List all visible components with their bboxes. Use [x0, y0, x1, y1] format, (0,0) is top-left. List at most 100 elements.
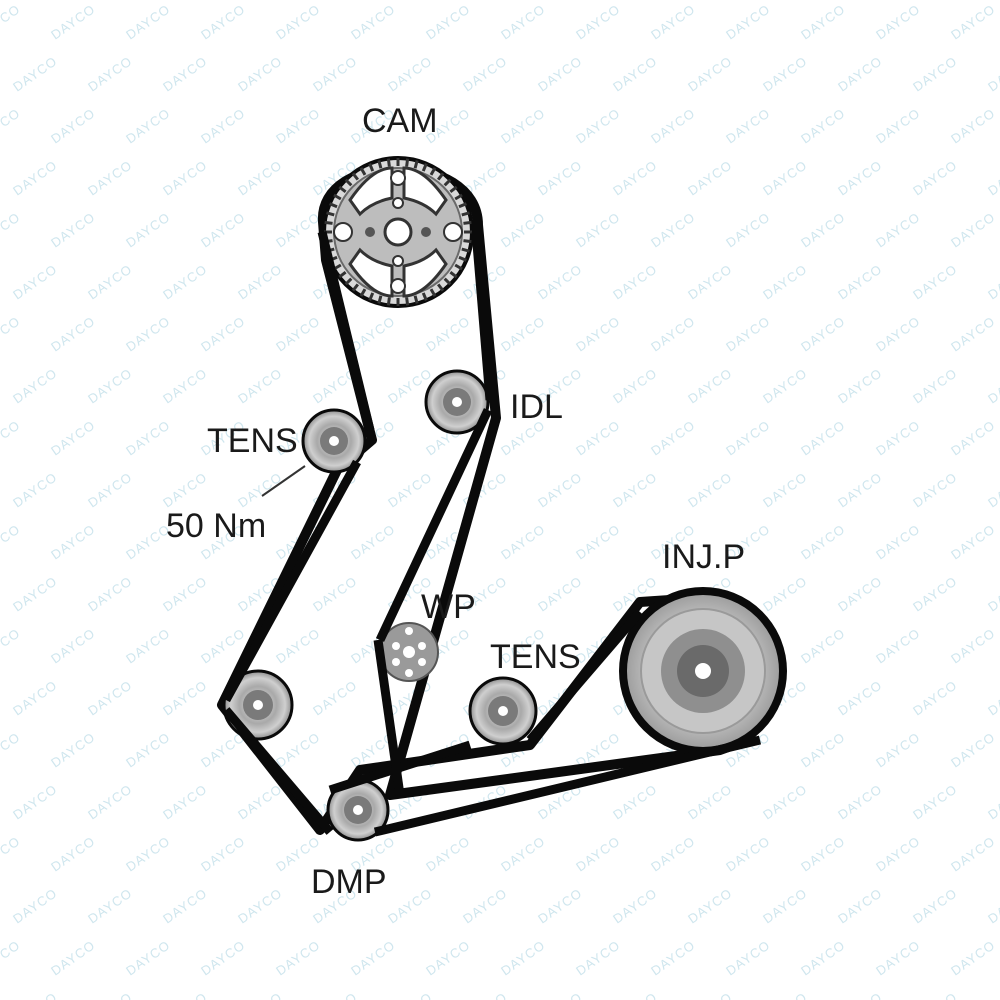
watermark-text: DAYCO: [0, 937, 23, 978]
watermark-text: DAYCO: [160, 677, 210, 718]
watermark-text: DAYCO: [48, 417, 98, 458]
cam-tooth: [454, 263, 463, 271]
watermark-text: DAYCO: [123, 1, 173, 42]
watermark-text: DAYCO: [573, 209, 623, 250]
watermark-text: DAYCO: [948, 729, 998, 770]
watermark-text: DAYCO: [460, 989, 510, 1000]
watermark-text: DAYCO: [498, 521, 548, 562]
watermark-text: DAYCO: [835, 157, 885, 198]
watermark-text: DAYCO: [235, 261, 285, 302]
watermark-text: DAYCO: [348, 937, 398, 978]
watermark-text: DAYCO: [835, 261, 885, 302]
label-injp: INJ.P: [662, 538, 745, 576]
cam-tooth: [368, 163, 375, 172]
watermark-text: DAYCO: [85, 677, 135, 718]
watermark-text: DAYCO: [610, 53, 660, 94]
watermark-text: DAYCO: [423, 313, 473, 354]
watermark-text: DAYCO: [610, 365, 660, 406]
cam-tooth: [421, 163, 428, 172]
label-torque: 50 Nm: [166, 507, 266, 545]
cam-window: [348, 247, 394, 298]
cam-tooth: [443, 277, 452, 286]
watermark-text: DAYCO: [798, 625, 848, 666]
watermark-text: DAYCO: [0, 313, 23, 354]
cam-tooth: [463, 220, 472, 225]
upper-tensioner-pulley: [301, 408, 367, 474]
watermark-text: DAYCO: [985, 261, 1000, 302]
watermark-text: DAYCO: [160, 573, 210, 614]
watermark-text: DAYCO: [310, 573, 360, 614]
watermark-text: DAYCO: [985, 885, 1000, 926]
watermark-text: DAYCO: [648, 417, 698, 458]
watermark-text: DAYCO: [48, 521, 98, 562]
cam-tooth: [377, 295, 383, 304]
watermark-text: DAYCO: [160, 53, 210, 94]
watermark-text: DAYCO: [10, 989, 60, 1000]
cam-window: [402, 166, 448, 217]
watermark-text: DAYCO: [835, 989, 885, 1000]
cam-tooth: [351, 283, 360, 292]
watermark-text: DAYCO: [948, 417, 998, 458]
watermark-text: DAYCO: [873, 521, 923, 562]
watermark-text: DAYCO: [423, 1, 473, 42]
watermark-text: DAYCO: [273, 313, 323, 354]
watermark-text: DAYCO: [498, 209, 548, 250]
watermark-text: DAYCO: [985, 53, 1000, 94]
cam-tooth: [326, 211, 335, 217]
watermark-text: DAYCO: [573, 105, 623, 146]
cam-tooth: [359, 288, 367, 297]
cam-tooth: [429, 288, 437, 297]
watermark-text: DAYCO: [835, 53, 885, 94]
watermark-text: DAYCO: [498, 313, 548, 354]
watermark-text: DAYCO: [610, 157, 660, 198]
watermark-text: DAYCO: [948, 937, 998, 978]
lower-tensioner-pulley: [468, 676, 538, 746]
watermark-text: DAYCO: [10, 53, 60, 94]
watermark-text: DAYCO: [910, 157, 960, 198]
watermark-text: DAYCO: [873, 937, 923, 978]
watermark-text: DAYCO: [985, 677, 1000, 718]
watermark-text: DAYCO: [198, 833, 248, 874]
watermark-text: DAYCO: [573, 833, 623, 874]
cam-tooth: [458, 202, 467, 209]
watermark-text: DAYCO: [610, 469, 660, 510]
cam-tooth: [461, 211, 470, 217]
watermark-text: DAYCO: [310, 677, 360, 718]
cam-tooth: [413, 160, 419, 169]
watermark-text: DAYCO: [10, 365, 60, 406]
cam-tooth: [443, 178, 452, 187]
watermark-text: DAYCO: [198, 209, 248, 250]
cam-tooth: [377, 160, 383, 169]
cam-tooth: [338, 185, 347, 194]
watermark-text: DAYCO: [910, 677, 960, 718]
watermark-text: DAYCO: [685, 261, 735, 302]
watermark-text: DAYCO: [985, 781, 1000, 822]
watermark-text: DAYCO: [685, 989, 735, 1000]
watermark-text: DAYCO: [85, 261, 135, 302]
watermark-text: DAYCO: [235, 469, 285, 510]
watermark-text: DAYCO: [0, 105, 23, 146]
watermark-text: DAYCO: [723, 209, 773, 250]
watermark-text: DAYCO: [348, 1, 398, 42]
watermark-text: DAYCO: [385, 53, 435, 94]
cam-pulley: [322, 156, 474, 308]
watermark-text: DAYCO: [123, 417, 173, 458]
watermark-text: DAYCO: [760, 469, 810, 510]
watermark-text: DAYCO: [535, 261, 585, 302]
watermark-text: DAYCO: [235, 781, 285, 822]
watermark-text: DAYCO: [873, 209, 923, 250]
watermark-text: DAYCO: [798, 313, 848, 354]
watermark-text: DAYCO: [235, 989, 285, 1000]
watermark-text: DAYCO: [0, 521, 23, 562]
watermark-text: DAYCO: [910, 53, 960, 94]
watermark-text: DAYCO: [460, 885, 510, 926]
watermark-text: DAYCO: [648, 937, 698, 978]
watermark-text: DAYCO: [910, 261, 960, 302]
watermark-text: DAYCO: [573, 937, 623, 978]
watermark-text: DAYCO: [985, 157, 1000, 198]
watermark-text: DAYCO: [798, 833, 848, 874]
watermark-text: DAYCO: [535, 157, 585, 198]
watermark-text: DAYCO: [985, 989, 1000, 1000]
cam-tooth: [421, 292, 428, 301]
watermark-text: DAYCO: [310, 53, 360, 94]
